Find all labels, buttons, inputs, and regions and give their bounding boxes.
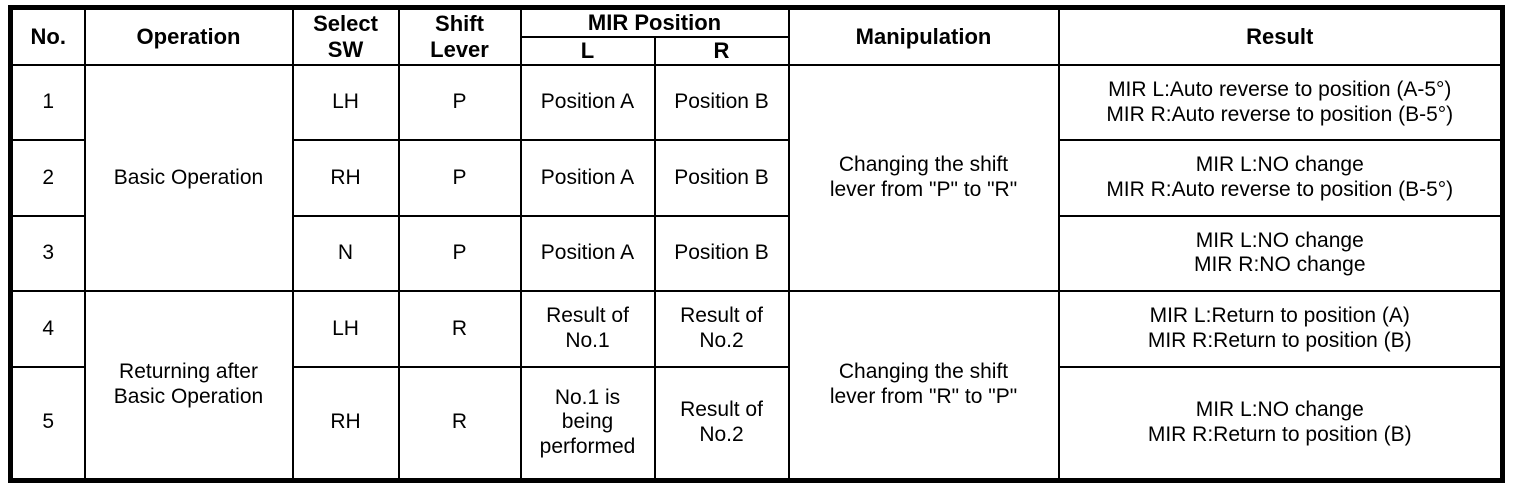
cell-mir-r: Result of No.2 [653, 365, 790, 482]
cell-result: MIR L:NO change MIR R:Auto reverse to po… [1057, 139, 1504, 217]
cell-no: 4 [9, 290, 86, 368]
cell-shift-lever: P [397, 139, 522, 217]
cell-select-sw: LH [291, 63, 400, 142]
cell-shift-lever: R [397, 365, 522, 482]
cell-select-sw: N [291, 214, 400, 293]
cell-shift-lever: P [397, 214, 522, 293]
cell-shift-lever: R [397, 290, 522, 368]
header-row-top: No. Operation Select SW Shift Lever MIR … [9, 6, 1504, 66]
cell-mir-l: Result of No.1 [519, 290, 656, 368]
cell-mir-r: Position B [653, 63, 790, 142]
cell-select-sw: RH [291, 139, 400, 217]
cell-no: 5 [9, 365, 86, 482]
table-row: 5 RH R No.1 is being performed Result of… [9, 365, 1504, 482]
cell-mir-l: Position A [519, 214, 656, 293]
cell-operation-group: Basic Operation [83, 63, 294, 293]
cell-result: MIR L:NO change MIR R:NO change [1057, 214, 1504, 293]
cell-no: 1 [9, 63, 86, 142]
cell-no: 3 [9, 214, 86, 293]
header-operation: Operation [83, 6, 294, 66]
cell-shift-lever: P [397, 63, 522, 142]
cell-mir-l: No.1 is being performed [519, 365, 656, 482]
cell-result: MIR L:Auto reverse to position (A-5°) MI… [1057, 63, 1504, 142]
cell-mir-r: Result of No.2 [653, 290, 790, 368]
header-mir-l: L [519, 35, 656, 66]
cell-mir-l: Position A [519, 139, 656, 217]
table-header: No. Operation Select SW Shift Lever MIR … [9, 6, 1504, 66]
table-row: 3 N P Position A Position B MIR L:NO cha… [9, 214, 1504, 293]
header-mir-position: MIR Position [519, 6, 790, 38]
header-manipulation: Manipulation [787, 6, 1060, 66]
cell-operation-group: Returning after Basic Operation [83, 290, 294, 482]
header-no: No. [9, 6, 86, 66]
table-row: 4 Returning after Basic Operation LH R R… [9, 290, 1504, 482]
header-select-sw: Select SW [291, 6, 400, 66]
table-row: 2 RH P Position A Position B MIR L:NO ch… [9, 139, 1504, 217]
header-row-sub: L R [11, 35, 1503, 66]
cell-mir-r: Position B [653, 214, 790, 293]
cell-result: MIR L:NO change MIR R:Return to position… [1057, 365, 1504, 482]
header-shift-lever: Shift Lever [397, 6, 522, 66]
table-row: 1 Basic Operation LH P Position A Positi… [9, 63, 1504, 293]
mir-operation-table: No. Operation Select SW Shift Lever MIR … [8, 5, 1505, 483]
cell-select-sw: LH [291, 290, 400, 368]
table-body: 1 Basic Operation LH P Position A Positi… [9, 63, 1504, 482]
header-mir-r: R [653, 35, 790, 66]
header-result: Result [1057, 6, 1504, 66]
cell-no: 2 [9, 139, 86, 217]
cell-manipulation-group: Changing the shift lever from "P" to "R" [787, 63, 1060, 293]
cell-mir-l: Position A [519, 63, 656, 142]
cell-select-sw: RH [291, 365, 400, 482]
cell-result: MIR L:Return to position (A) MIR R:Retur… [1057, 290, 1504, 368]
cell-mir-r: Position B [653, 139, 790, 217]
cell-manipulation-group: Changing the shift lever from "R" to "P" [787, 290, 1060, 482]
